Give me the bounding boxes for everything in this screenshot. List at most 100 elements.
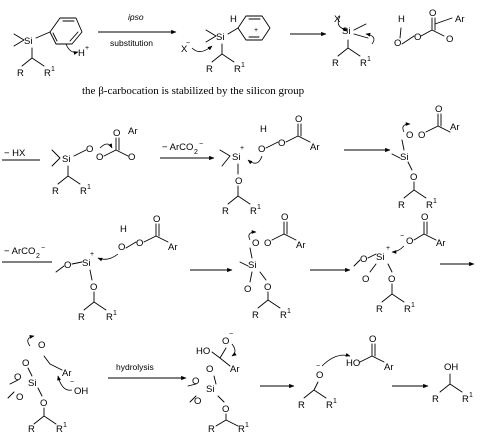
aryl-label: Ar <box>455 14 465 25</box>
r1-label-9: R <box>404 304 411 315</box>
carbonyl-o-label-10: O <box>38 340 45 351</box>
r1-superscript-6: 1 <box>433 198 437 205</box>
peracid-h-label: H <box>398 14 405 25</box>
alkoxide-charge-11: − <box>229 331 233 338</box>
r-label-13: R <box>432 394 439 405</box>
r1-superscript-9: 1 <box>411 302 415 309</box>
r1-label-4: R <box>80 186 87 197</box>
ho-label-12: HO <box>346 358 360 369</box>
alkoxide-o-label-11: O <box>222 336 229 347</box>
alkoxide-carboxylic-acid-structure: O − R R 1 HO O Ar <box>298 334 394 411</box>
aryl-label-11: Ar <box>230 364 240 375</box>
si-label-9: Si <box>376 252 384 263</box>
minus-arco2-arrow: − ArCO 2 − <box>160 141 215 161</box>
aryl-label-10: Ar <box>62 368 72 379</box>
ether-o-label-9: O <box>388 274 395 285</box>
minus-arco2-lead-subscript: 2 <box>36 253 40 260</box>
tetrahedral-intermediate-structure: HO O − Ar O Si O O O R R 1 <box>187 331 249 434</box>
row-1: Si R R 1 H + ipso substitution X − Si <box>13 8 465 97</box>
aryl-label-9: Ar <box>436 238 446 249</box>
ester-o-label: O <box>446 34 453 45</box>
ether-o-label-7: O <box>90 282 97 293</box>
alkoxide-charge-12: − <box>316 363 320 370</box>
row-2: − HX Si O O O Ar O R R 1 − ArCO 2 − <box>2 104 460 217</box>
si-cation-charge-9: + <box>386 245 390 252</box>
si-label-5: Si <box>232 152 240 163</box>
r-label-11: R <box>208 424 215 434</box>
r1-label: R <box>44 68 51 79</box>
r1-label-8: R <box>280 310 287 321</box>
r1-superscript-8: 1 <box>287 308 291 315</box>
perester-o-2: O <box>96 152 103 163</box>
ether-o-label-11: O <box>222 404 229 415</box>
r-label-7: R <box>78 312 85 323</box>
silyl-cation-peracid-structure: Si + O R R 1 H O O O Ar <box>219 114 320 217</box>
alcohol-product-structure: OH R R 1 <box>432 362 473 405</box>
r1-label-2: R <box>234 64 241 75</box>
row-3: − ArCO 2 − O Si + O R R 1 H O O O Ar <box>2 212 475 323</box>
ether-o-label-6: O <box>410 172 417 183</box>
proton-charge: + <box>85 45 89 52</box>
o-label-6a: O <box>406 130 413 141</box>
carbonyl-o-label-12: O <box>369 334 376 345</box>
hydroxide-label-10: OH <box>74 386 88 397</box>
r-label: R <box>17 68 24 79</box>
ether-o-label-8: O <box>264 282 271 293</box>
minus-arco2-label: − ArCO <box>162 142 193 153</box>
r1-superscript-2: 1 <box>241 62 245 69</box>
si-label-10: Si <box>28 378 36 389</box>
ether-o-label-5: O <box>235 176 242 187</box>
cyclic-peroxy-intermediate-structure: O O O Ar Si O R R 1 <box>391 104 460 211</box>
peracid-h-label-7: H <box>120 224 127 235</box>
carbonyl-o-label-9: O <box>421 212 428 223</box>
si-label-8: Si <box>248 260 256 271</box>
r1-superscript-12: 1 <box>333 398 337 405</box>
r1-superscript-13: 1 <box>469 392 473 399</box>
r1-label-12: R <box>326 400 333 411</box>
minus-arco2-lead-charge: − <box>41 245 45 252</box>
si-label-3: Si <box>342 26 350 37</box>
carbonyl-o-label-6: O <box>435 104 442 115</box>
si-cation-charge-7: + <box>90 251 94 258</box>
r1-superscript-7: 1 <box>113 310 117 317</box>
peracid-o-1: O <box>394 38 401 49</box>
aryl-label-12: Ar <box>384 362 394 373</box>
si-label: Si <box>24 36 32 47</box>
halide-charge: − <box>186 40 190 47</box>
r-label-3: R <box>332 58 339 69</box>
si-label-7: Si <box>82 258 90 269</box>
ipso-h-label: H <box>230 14 237 25</box>
peracid-h-label-5: H <box>260 124 267 135</box>
r1-superscript-10: 1 <box>63 422 67 429</box>
proton-label: H <box>78 48 85 59</box>
carboxylate-charge-9: − <box>400 233 404 240</box>
r-label-10: R <box>28 424 35 434</box>
si-label-11: Si <box>206 384 214 395</box>
r1-superscript-11: 1 <box>245 422 249 429</box>
methoxy-o-label-9b: O <box>362 274 369 285</box>
minus-arco2-charge: − <box>199 141 203 148</box>
r1-label-10: R <box>56 424 63 434</box>
aryl-label-6: Ar <box>450 122 460 133</box>
minus-hx-label: − HX <box>4 148 26 159</box>
r1-label-5: R <box>250 206 257 217</box>
methoxy-o-label-8: O <box>244 284 251 295</box>
r-label-2: R <box>206 64 213 75</box>
acyl-o-label-11: O <box>206 364 213 375</box>
carbonyl-o-label: O <box>429 8 436 19</box>
carboxylate-o-label-9: O <box>406 236 413 247</box>
methoxy-o-label-10a: O <box>14 372 21 383</box>
ipso-label: ipso <box>128 12 144 22</box>
peracid-o-5b: O <box>278 138 285 149</box>
carbonyl-o-label-5: O <box>295 114 302 125</box>
aryl-label-7: Ar <box>168 242 178 253</box>
r1-label-11: R <box>238 424 245 434</box>
carbonyl-o-label-4: O <box>113 128 120 139</box>
o-label-8a: O <box>252 238 259 249</box>
ipso-substitution-arrow: ipso substitution <box>98 12 177 48</box>
methoxy-o-label-11b: O <box>194 396 201 407</box>
carbonyl-o-label-7: O <box>153 214 160 225</box>
si-label-2: Si <box>216 32 224 43</box>
si-cation-charge: + <box>240 145 244 152</box>
